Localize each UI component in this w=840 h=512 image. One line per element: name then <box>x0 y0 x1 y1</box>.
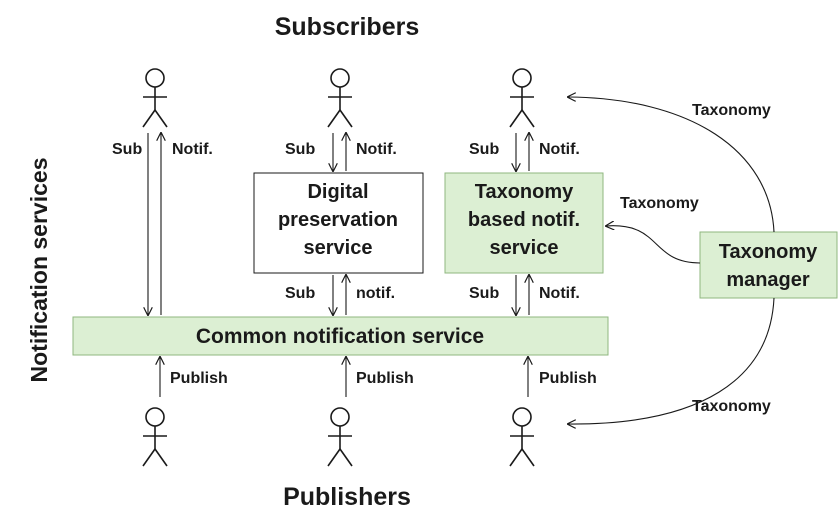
sub-label-1: Sub <box>112 141 142 158</box>
common-notification-label: Common notification service <box>196 325 484 348</box>
digital-preservation-box <box>253 172 424 274</box>
notif-label-3-lower: Notif. <box>539 285 580 302</box>
publisher-figure-1 <box>142 407 168 467</box>
publish-label-1: Publish <box>170 370 228 387</box>
taxonomy-manager-line-1: Taxonomy <box>719 241 818 263</box>
taxonomy-based-service-box <box>444 172 604 274</box>
taxonomy-based-line-1: Taxonomy <box>475 181 574 203</box>
publisher-figure-3 <box>509 407 535 467</box>
notif-label-1: Notif. <box>172 141 213 158</box>
sub-label-3: Sub <box>469 141 499 158</box>
publish-label-3: Publish <box>539 370 597 387</box>
notif-label-2-lower: notif. <box>356 285 395 302</box>
notif-label-3: Notif. <box>539 141 580 158</box>
publish-label-2: Publish <box>356 370 414 387</box>
sub-label-2: Sub <box>285 141 315 158</box>
taxonomy-arrow-top <box>568 97 775 233</box>
taxonomy-label-bottom: Taxonomy <box>692 398 771 415</box>
taxonomy-based-line-3: service <box>490 237 559 259</box>
notif-label-2: Notif. <box>356 141 397 158</box>
sub-label-2-lower: Sub <box>285 285 315 302</box>
subscriber-figure-1 <box>142 68 168 128</box>
taxonomy-arrow-middle <box>606 226 701 264</box>
digital-preservation-line-2: preservation <box>278 209 398 231</box>
subscriber-figure-3 <box>509 68 535 128</box>
taxonomy-arrow-bottom <box>568 297 775 424</box>
digital-preservation-line-3: service <box>304 237 373 259</box>
taxonomy-manager-line-2: manager <box>726 269 810 291</box>
taxonomy-based-line-2: based notif. <box>468 209 580 231</box>
taxonomy-label-middle: Taxonomy <box>620 195 699 212</box>
subscriber-figure-2 <box>327 68 353 128</box>
common-notification-box <box>72 316 609 356</box>
digital-preservation-line-1: Digital <box>307 181 368 203</box>
taxonomy-label-top: Taxonomy <box>692 102 771 119</box>
publishers-heading: Publishers <box>283 483 411 511</box>
notification-services-label: Notification services <box>26 158 52 383</box>
taxonomy-manager-box <box>699 231 838 299</box>
sub-label-3-lower: Sub <box>469 285 499 302</box>
publisher-figure-2 <box>327 407 353 467</box>
subscribers-heading: Subscribers <box>275 13 420 41</box>
